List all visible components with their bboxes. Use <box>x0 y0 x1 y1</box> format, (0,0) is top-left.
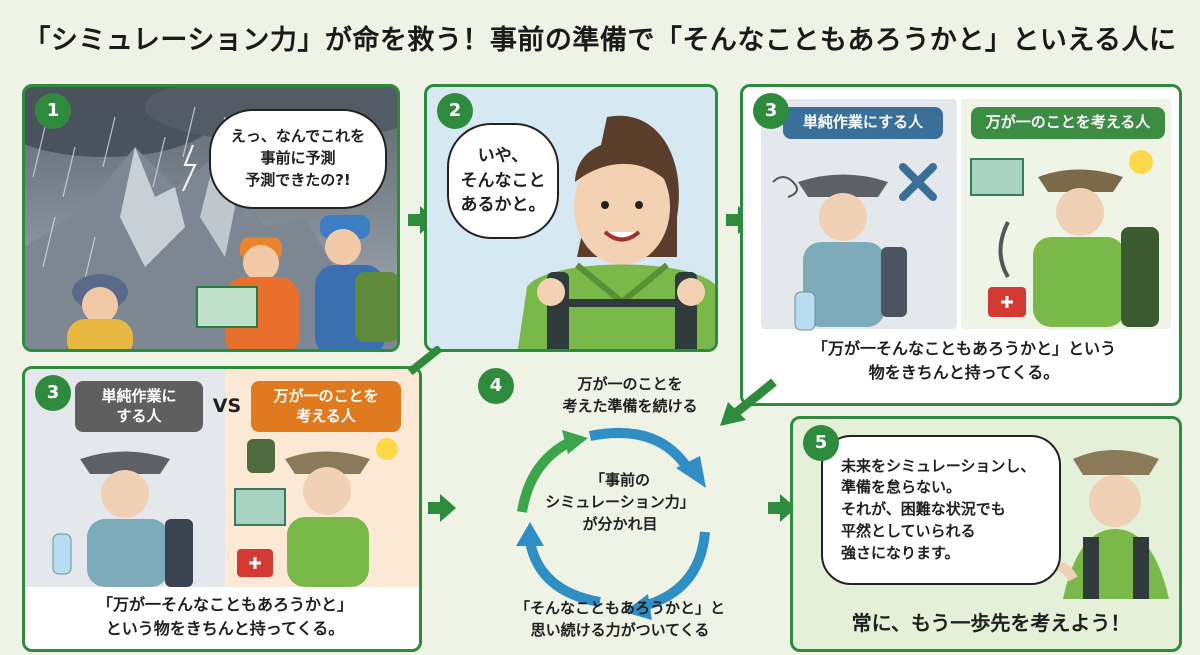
panel2-speech-bubble: いや、 そんなこと あるかと。 <box>447 123 559 239</box>
bubble-line: あるかと。 <box>460 195 546 216</box>
caption-line: 「万が一そんなこともあろうかと」という <box>811 339 1116 358</box>
panel-2: 2 いや、 そんなこと あるかと。 <box>424 84 718 352</box>
smiling-hiker-illustration <box>517 115 715 349</box>
text-line: シミュレーション力」 <box>545 492 695 511</box>
panel3-bottom-caption: 「万が一そんなこともあろうかと」 という物をきちんと持ってくる。 <box>31 593 419 641</box>
text-line: が分かれ目 <box>582 514 658 533</box>
bubble-line: 事前に予測 <box>260 149 336 168</box>
simple-task-label: 単純作業にする人 <box>783 107 943 139</box>
panel-3-bottom: 3 単純作業に する人 VS 万が一のことを 考える人 「万が一そんなこともあろ… <box>22 366 422 652</box>
panel-number-badge: 1 <box>35 93 71 129</box>
bubble-line: 予測できたの?! <box>245 170 351 189</box>
smiling-hiker-illustration <box>1040 450 1169 599</box>
x-mark-icon <box>899 163 937 201</box>
panel-number-badge: 5 <box>803 425 839 461</box>
panel-number-badge: 2 <box>437 93 473 129</box>
diagonal-arrow-icon <box>720 378 777 426</box>
text-line: 考えた準備を続ける <box>562 396 698 415</box>
label-line: 考える人 <box>296 406 356 425</box>
panel-number-badge: 3 <box>35 375 71 411</box>
bubble-line: 平然としていられる <box>841 521 976 540</box>
text-line: 「事前の <box>589 471 650 489</box>
panel-5: 5 未来をシミュレーションし、 準備を怠らない。 それが、困難な状況でも 平然と… <box>790 416 1182 652</box>
bubble-line: そんなこと <box>460 170 546 191</box>
panel-1: 1 <box>22 84 400 352</box>
bubble-line: 準備を怠らない。 <box>841 478 962 497</box>
caption-line: 「万が一そんなこともあろうかと」 <box>96 595 353 614</box>
label-line: 万が一のことを <box>273 387 379 405</box>
contingency-label: 万が一のことを 考える人 <box>251 381 401 432</box>
simple-task-label: 単純作業に する人 <box>75 381 203 432</box>
panel3-top-caption: 「万が一そんなこともあろうかと」という 物をきちんと持ってくる。 <box>753 337 1175 385</box>
label-line: する人 <box>116 406 162 425</box>
text-line: 「そんなこともあろうかと」と <box>514 599 725 617</box>
bubble-line: いや、 <box>477 146 529 167</box>
arrow-right-icon <box>428 494 456 522</box>
panel5-speech-bubble: 未来をシミュレーションし、 準備を怠らない。 それが、困難な状況でも 平然として… <box>821 435 1061 585</box>
panel-number-badge: 3 <box>753 93 789 129</box>
caption-line: という物をきちんと持ってくる。 <box>105 619 345 638</box>
panel-3-top: 3 単純作業にする人 万が一のことを考える人 「万が一そんなこともあろうかと」と… <box>740 84 1182 406</box>
vs-label: VS <box>212 395 242 417</box>
cycle-center-text: 「事前の シミュレーション力」 が分かれ目 <box>530 470 710 535</box>
bubble-line: えっ、なんでこれを <box>230 127 366 146</box>
diagonal-connector-icon <box>407 346 443 376</box>
page-title: 「シミュレーション力」が命を救う！事前の準備で「そんなこともあろうかと」といえる… <box>23 25 1177 56</box>
cycle-top-text: 万が一のことを 考えた準備を続ける <box>510 374 750 418</box>
panel5-footer: 常に、もう一歩先を考えよう！ <box>813 607 1169 636</box>
bubble-line: 未来をシミュレーションし、 <box>841 456 1036 475</box>
text-line: 万が一のことを <box>577 375 683 393</box>
cycle-arrows-icon <box>516 428 710 620</box>
comparison-illustration <box>772 150 1159 331</box>
comparison-illustration <box>52 438 398 587</box>
text-line: 思い続ける力がついてくる <box>530 620 710 639</box>
label-line: 単純作業に <box>101 387 177 405</box>
contingency-label: 万が一のことを考える人 <box>971 107 1165 139</box>
panel-number-badge: 4 <box>478 368 514 404</box>
bubble-line: それが、困難な状況でも <box>841 500 1006 519</box>
panel-4: 4 万が一のことを 考えた準備を続ける 「事前の シミュレーション力」 が分かれ… <box>470 366 770 652</box>
bubble-line: 強さになります。 <box>841 543 960 562</box>
caption-line: 物をきちんと持ってくる。 <box>868 363 1060 382</box>
panel1-speech-bubble: えっ、なんでこれを 事前に予測 予測できたの?! <box>209 109 387 209</box>
cycle-bottom-text: 「そんなこともあろうかと」と 思い続ける力がついてくる <box>490 598 750 642</box>
